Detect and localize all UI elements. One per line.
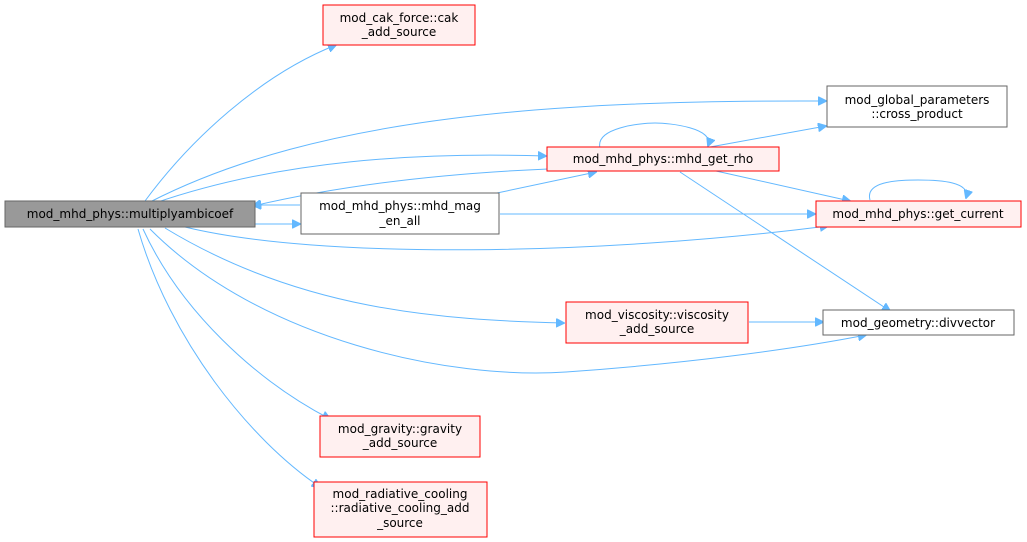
node-label: _add_source bbox=[361, 25, 436, 39]
node-label: _source bbox=[376, 516, 423, 530]
node-label: mod_mhd_phys::mhd_get_rho bbox=[573, 152, 754, 166]
node-viscosity[interactable]: mod_viscosity::viscosity _add_source bbox=[565, 301, 749, 344]
edge-multiply-to-viscosity bbox=[164, 227, 564, 323]
edge-multiply-to-divvector bbox=[149, 228, 866, 374]
node-label: mod_cak_force::cak bbox=[340, 11, 459, 25]
node-cross-product[interactable]: mod_global_parameters ::cross_product bbox=[826, 85, 1008, 128]
node-get-current[interactable]: mod_mhd_phys::get_current bbox=[815, 200, 1022, 228]
edge-multiply-to-crossproduct bbox=[149, 101, 826, 203]
node-mhd-mag-en-all[interactable]: mod_mhd_phys::mhd_mag _en_all bbox=[300, 192, 500, 235]
edge-getcurrent-self bbox=[869, 179, 966, 201]
edge-multiply-to-getcurrent bbox=[184, 226, 828, 251]
node-multiplyambicoef[interactable]: mod_mhd_phys::multiplyambicoef bbox=[4, 200, 256, 228]
node-label: mod_gravity::gravity bbox=[338, 422, 462, 436]
node-label: ::radiative_cooling_add bbox=[331, 501, 470, 515]
edge-gethorho-to-getcurrent bbox=[715, 170, 850, 201]
node-label: mod_mhd_phys::get_current bbox=[832, 207, 1004, 221]
node-label: mod_mhd_phys::multiplyambicoef bbox=[27, 207, 234, 221]
node-label: mod_radiative_cooling bbox=[333, 487, 468, 501]
node-label: _add_source bbox=[362, 436, 437, 450]
node-mhd-get-rho[interactable]: mod_mhd_phys::mhd_get_rho bbox=[546, 146, 780, 172]
edge-magen-to-gethorho bbox=[496, 172, 596, 194]
node-cak-force[interactable]: mod_cak_force::cak _add_source bbox=[322, 4, 476, 46]
edge-gethorho-to-divvector bbox=[679, 171, 890, 311]
node-label: mod_viscosity::viscosity bbox=[585, 308, 729, 322]
node-label: mod_global_parameters bbox=[845, 93, 990, 107]
node-radiative-cooling[interactable]: mod_radiative_cooling ::radiative_coolin… bbox=[313, 481, 488, 538]
edge-multiply-to-radiative bbox=[137, 228, 320, 487]
edges bbox=[137, 45, 967, 487]
node-label: mod_geometry::divvector bbox=[841, 316, 995, 330]
node-label: _add_source bbox=[619, 322, 694, 336]
edge-gethorho-to-multiply bbox=[253, 168, 549, 206]
node-label: ::cross_product bbox=[871, 107, 963, 121]
node-label: _en_all bbox=[378, 214, 420, 228]
node-label: mod_mhd_phys::mhd_mag bbox=[319, 199, 481, 213]
edge-multiply-to-gethorho bbox=[154, 155, 546, 204]
node-gravity[interactable]: mod_gravity::gravity _add_source bbox=[319, 415, 481, 458]
edge-gethorho-to-crossproduct bbox=[709, 126, 826, 148]
node-divvector[interactable]: mod_geometry::divvector bbox=[822, 309, 1015, 336]
edge-gethorho-self bbox=[599, 122, 709, 149]
edge-multiply-to-gravity bbox=[142, 228, 330, 419]
edge-multiply-to-cak bbox=[144, 45, 336, 202]
